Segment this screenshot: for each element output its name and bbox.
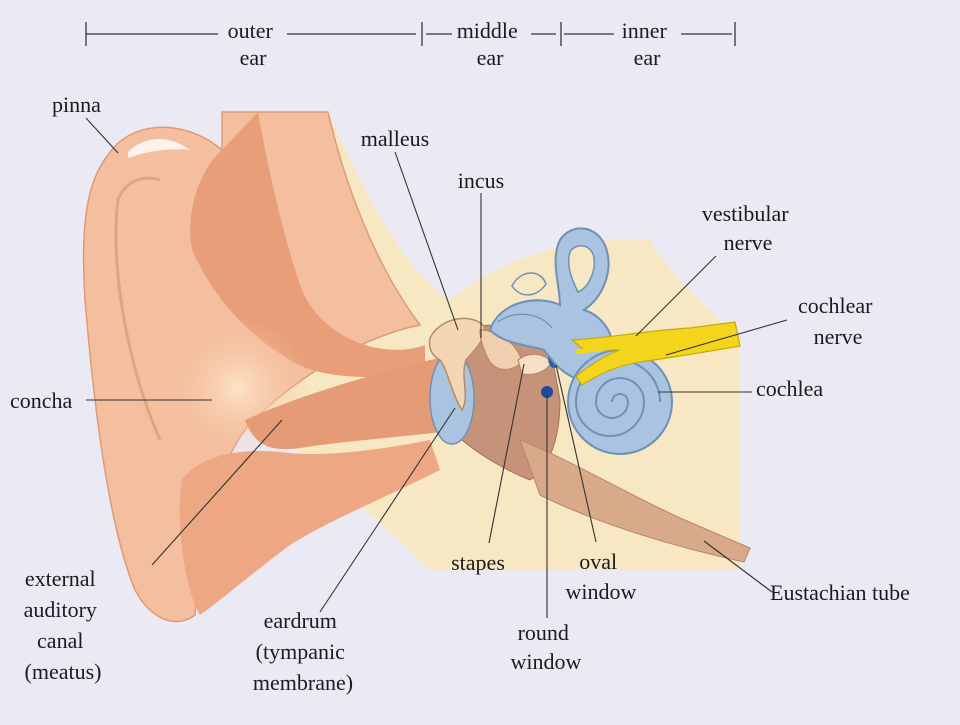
eustachian-tube-shape: [519, 439, 751, 563]
malleus-bone: [428, 317, 485, 412]
helix-fold: [114, 176, 162, 441]
label-eardrum: eardrum (tympanic membrane): [253, 608, 353, 695]
region-inner-ear-label: inner ear: [622, 18, 673, 70]
external-auditory-canal: [245, 355, 470, 450]
antihelix: [190, 112, 425, 377]
round-window-shape: [541, 386, 553, 398]
label-concha: concha: [10, 388, 73, 413]
label-malleus: malleus: [361, 126, 429, 151]
label-external-auditory-canal: external auditory canal (meatus): [24, 566, 103, 684]
label-vestibular-nerve: vestibular nerve: [702, 201, 794, 255]
region-bar: [85, 22, 736, 46]
label-cochlea: cochlea: [756, 376, 823, 401]
label-incus: incus: [458, 168, 504, 193]
label-round-window: round window: [511, 620, 582, 674]
label-oval-window: oval window: [566, 549, 637, 604]
region-outer-ear-label: outer ear: [228, 18, 279, 70]
label-stapes: stapes: [451, 550, 505, 575]
label-pinna: pinna: [52, 92, 101, 117]
leader-lines: [85, 117, 788, 618]
ear-lobe: [179, 440, 440, 615]
label-eustachian-tube: Eustachian tube: [770, 580, 910, 605]
vestibulocochlear-nerve: [570, 321, 741, 386]
region-middle-ear-label: middle ear: [457, 18, 524, 70]
vestibulocochlear-nerve-branch: [574, 343, 621, 355]
label-cochlear-nerve: cochlear nerve: [798, 293, 878, 349]
pinna-highlight: [128, 138, 190, 158]
